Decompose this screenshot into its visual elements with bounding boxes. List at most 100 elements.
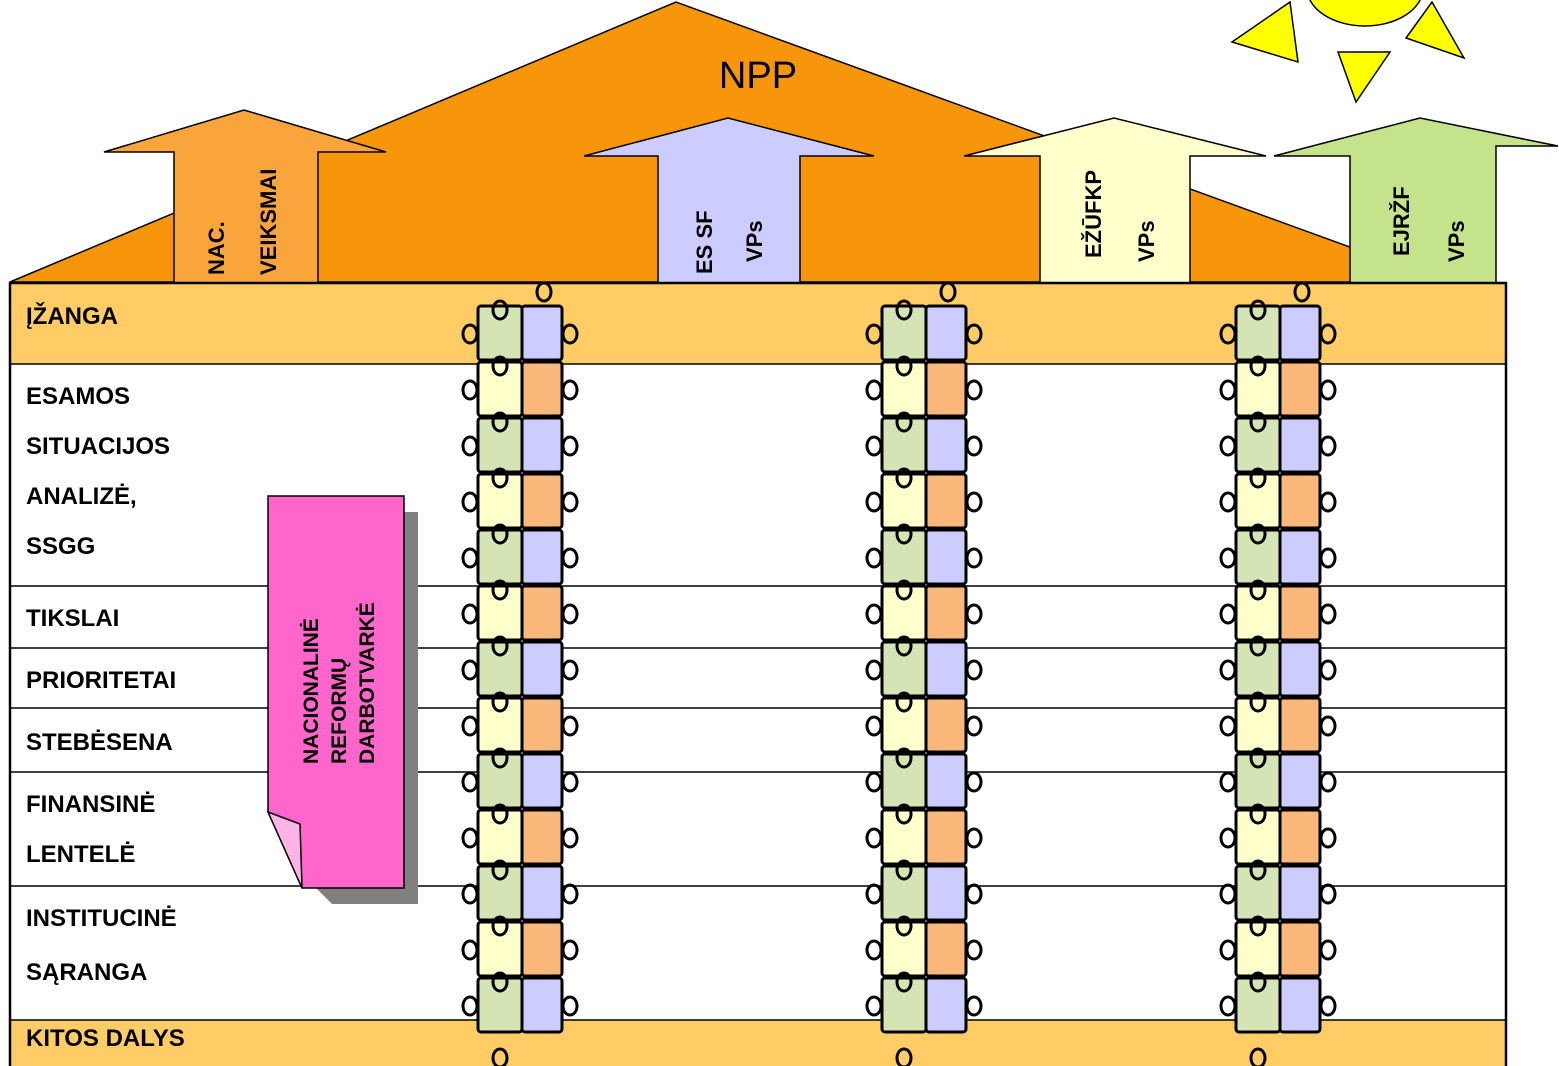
puzzle-knob [1219, 379, 1237, 401]
roof-title: NPP [719, 55, 797, 97]
puzzle-piece [520, 864, 564, 922]
puzzle-knob [1249, 971, 1267, 993]
puzzle-knob [1319, 995, 1337, 1017]
puzzle-knob [461, 379, 479, 401]
arrow-nac-veiksmai: NAC. VEIKSMAI [103, 109, 387, 285]
puzzle-piece [520, 976, 564, 1034]
puzzle-knob [895, 1047, 913, 1066]
puzzle-knob [1249, 915, 1267, 937]
row-label-finance-2: LENTELĖ [26, 841, 135, 868]
puzzle-knob [1249, 579, 1267, 601]
puzzle-piece [924, 528, 968, 586]
sun-ray-left [1230, 0, 1299, 64]
puzzle-knob [895, 747, 913, 769]
puzzle-piece [1278, 640, 1322, 698]
puzzle-piece [924, 360, 968, 418]
puzzle-knob [865, 827, 883, 849]
puzzle-piece [520, 416, 564, 474]
puzzle-columns [461, 281, 1337, 1066]
puzzle-knob [865, 715, 883, 737]
puzzle-knob [865, 939, 883, 961]
puzzle-knob [965, 883, 983, 905]
puzzle-piece [880, 752, 928, 810]
puzzle-piece [1278, 920, 1322, 978]
puzzle-knob [561, 603, 579, 625]
puzzle-knob [561, 883, 579, 905]
puzzle-knob [965, 659, 983, 681]
puzzle-knob [895, 635, 913, 657]
puzzle-piece [1278, 360, 1322, 418]
sun-ray-bottom [1336, 51, 1392, 104]
puzzle-knob [561, 939, 579, 961]
puzzle-knob [1219, 491, 1237, 513]
puzzle-piece [520, 584, 564, 642]
puzzle-knob [1319, 939, 1337, 961]
row-label-analysis-4: SSGG [26, 533, 95, 560]
puzzle-piece [1234, 304, 1282, 362]
puzzle-piece [520, 808, 564, 866]
puzzle-piece [880, 360, 928, 418]
puzzle-knob [965, 547, 983, 569]
puzzle-knob [965, 603, 983, 625]
puzzle-piece [476, 528, 524, 586]
puzzle-knob [895, 467, 913, 489]
puzzle-knob [461, 715, 479, 737]
puzzle-knob [1249, 691, 1267, 713]
puzzle-knob [965, 939, 983, 961]
puzzle-piece [924, 696, 968, 754]
puzzle-piece [924, 472, 968, 530]
puzzle-knob [491, 915, 509, 937]
row-label-intro: ĮŽANGA [26, 302, 118, 330]
row-label-finance-1: FINANSINĖ [26, 791, 155, 818]
puzzle-knob [1219, 603, 1237, 625]
puzzle-piece [880, 584, 928, 642]
puzzle-knob [965, 379, 983, 401]
puzzle-piece [924, 920, 968, 978]
row-label-analysis-3: ANALIZĖ, [26, 483, 137, 510]
puzzle-knob [895, 523, 913, 545]
puzzle-knob [865, 771, 883, 793]
puzzle-knob [461, 827, 479, 849]
puzzle-knob [491, 691, 509, 713]
puzzle-piece [520, 360, 564, 418]
note-fold [266, 810, 303, 889]
puzzle-piece [1278, 416, 1322, 474]
puzzle-knob [561, 323, 579, 345]
puzzle-knob [1293, 281, 1311, 303]
puzzle-knob [1249, 467, 1267, 489]
puzzle-piece [1234, 696, 1282, 754]
puzzle-knob [1319, 771, 1337, 793]
puzzle-piece [1278, 472, 1322, 530]
puzzle-knob [1319, 547, 1337, 569]
arrow-label-line-1: EJRŽF [1389, 186, 1414, 256]
puzzle-knob [491, 635, 509, 657]
puzzle-knob [965, 771, 983, 793]
puzzle-knob [965, 435, 983, 457]
sun-disc [1309, 0, 1421, 27]
puzzle-piece [924, 304, 968, 362]
note-line-3: DARBOTVARKĖ [356, 602, 379, 764]
puzzle-piece [476, 640, 524, 698]
puzzle-piece [520, 752, 564, 810]
puzzle-knob [561, 715, 579, 737]
puzzle-knob [491, 1047, 509, 1066]
arrow-label-line-1: ES SF [692, 210, 717, 274]
note-line-2: REFORMŲ [328, 658, 351, 764]
puzzle-knob [895, 859, 913, 881]
puzzle-knob [1219, 827, 1237, 849]
puzzle-piece [1234, 920, 1282, 978]
row-label-analysis-2: SITUACIJOS [26, 433, 170, 460]
puzzle-knob [965, 491, 983, 513]
puzzle-piece [924, 752, 968, 810]
puzzle-knob [1219, 547, 1237, 569]
puzzle-knob [561, 771, 579, 793]
puzzle-piece [880, 472, 928, 530]
puzzle-piece [1278, 696, 1322, 754]
puzzle-piece [520, 640, 564, 698]
puzzle-knob [1249, 355, 1267, 377]
national-reform-agenda-note: NACIONALINĖ REFORMŲ DARBOTVARKĖ [266, 495, 418, 904]
puzzle-knob [1249, 299, 1267, 321]
puzzle-piece [476, 864, 524, 922]
arrow-label-line-2: VEIKSMAI [256, 169, 281, 275]
puzzle-knob [461, 771, 479, 793]
